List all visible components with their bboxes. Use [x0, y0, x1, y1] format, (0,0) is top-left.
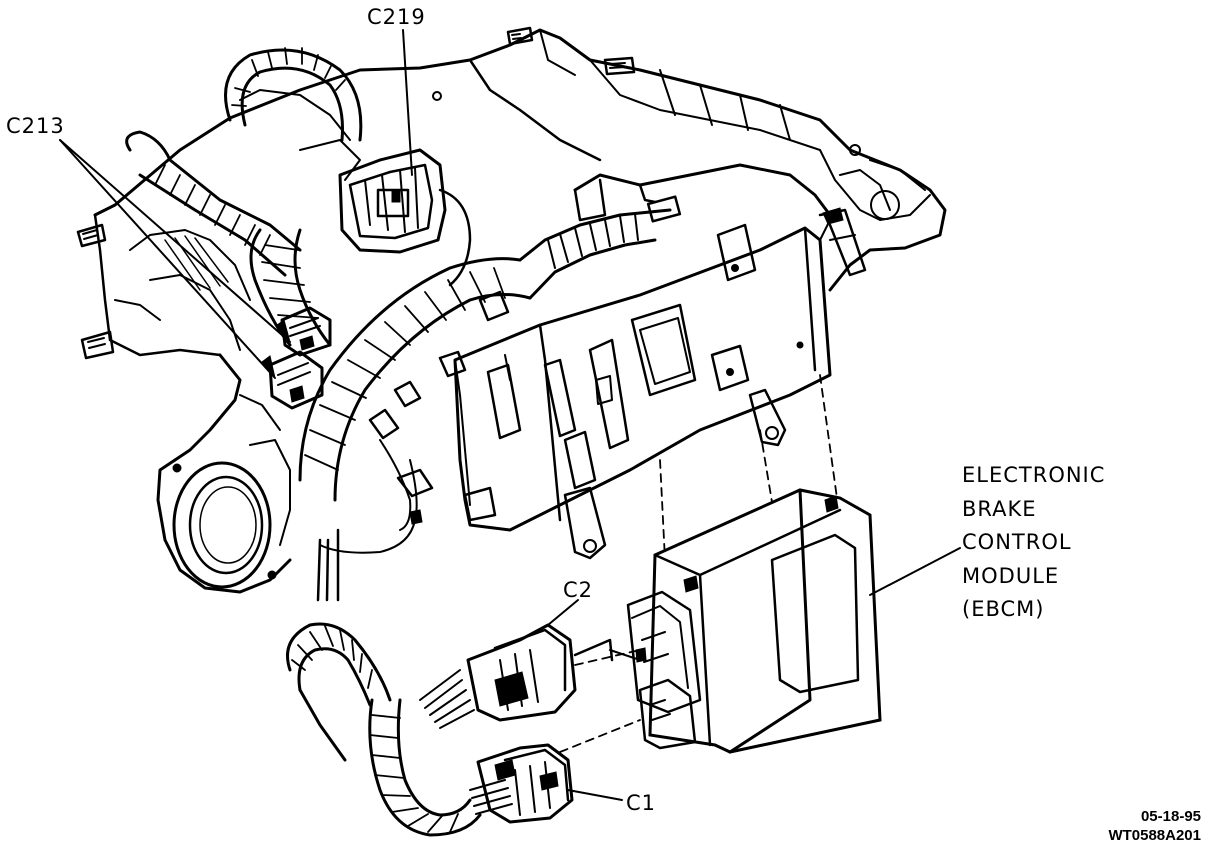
figure-footer: 05-18-95 WT0588A201 [1108, 808, 1201, 844]
label-c219: C219 [367, 5, 426, 29]
engine-stud [603, 56, 636, 76]
inline-connector [396, 468, 434, 525]
engine-stud [80, 330, 115, 360]
engine-stud [76, 223, 107, 248]
connector-c219 [299, 139, 472, 287]
callout-labels: C213 C219 C2 C1 ELECTRONIC BRAKE CONTROL… [6, 5, 1105, 815]
connector-c1 [368, 698, 641, 837]
label-ebcm-line4: MODULE [962, 564, 1059, 588]
ebcm-module [626, 488, 882, 754]
connector-c213-lower [268, 350, 324, 410]
label-ebcm-line5: (EBCM) [962, 597, 1044, 621]
figure-date: 05-18-95 [1141, 808, 1201, 825]
engine-stud [506, 26, 534, 46]
engine-block [76, 26, 947, 594]
figure-code: WT0588A201 [1108, 827, 1201, 844]
label-c1: C1 [626, 791, 656, 815]
label-ebcm-line1: ELECTRONIC [962, 463, 1105, 487]
connector-c213-upper [280, 306, 332, 357]
label-c2: C2 [563, 578, 593, 602]
label-ebcm-line2: BRAKE [962, 497, 1037, 521]
label-ebcm-line3: CONTROL [962, 530, 1072, 554]
label-c213: C213 [6, 114, 65, 138]
connector-c2 [286, 622, 641, 762]
leader-lines [59, 29, 961, 801]
ebcm-bracket [453, 163, 856, 561]
